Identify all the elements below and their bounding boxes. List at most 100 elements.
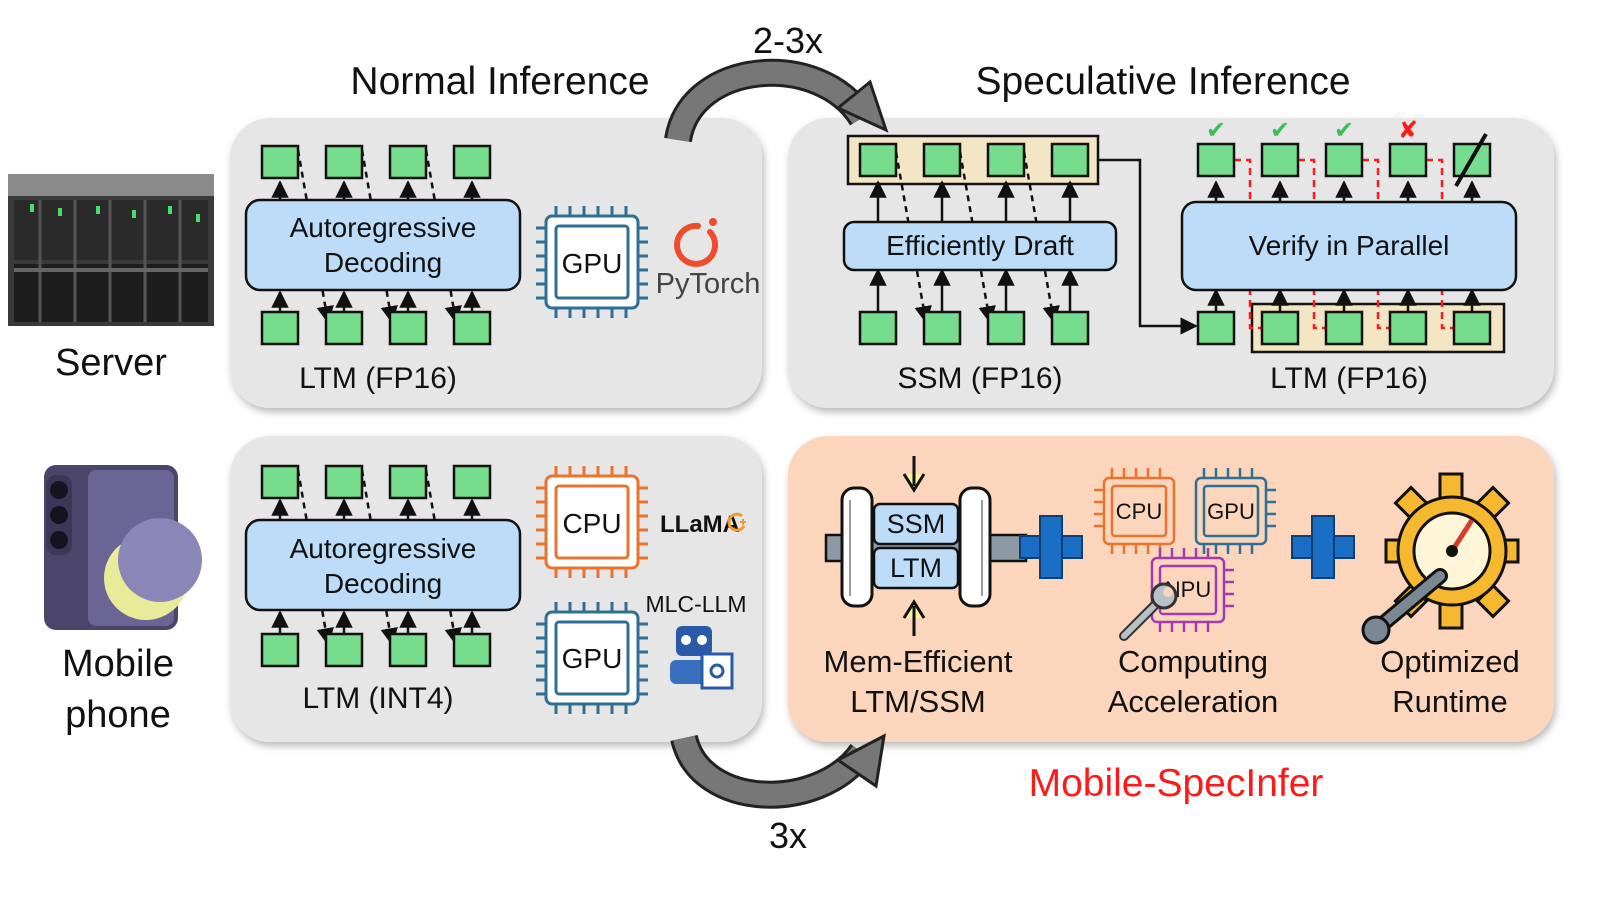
token <box>986 310 1026 346</box>
token-row-draft-bottom <box>858 310 1090 346</box>
caption-server-normal: LTM (FP16) <box>299 362 457 395</box>
cpu-chip-icon <box>1094 468 1176 554</box>
token <box>1388 310 1428 346</box>
gpu-chip-icon <box>536 206 648 318</box>
gpu-chip-label-spec: GPU <box>1207 499 1255 524</box>
cpu-chip-icon <box>536 466 648 578</box>
gpu-chip-label-server: GPU <box>562 248 623 279</box>
check-icon: ✔ <box>1270 116 1290 144</box>
token <box>324 464 364 500</box>
token <box>1196 310 1236 346</box>
token-row-verify-bottom <box>1196 310 1492 346</box>
token <box>388 632 428 668</box>
smartphone-icon <box>44 465 202 630</box>
token <box>1050 310 1090 346</box>
plus-icon <box>1291 515 1355 579</box>
token <box>1050 142 1090 178</box>
speedup-label-mobile: 3x <box>769 815 807 856</box>
token-row-mobile-top <box>260 464 492 500</box>
cpu-chip-label-mobile: CPU <box>562 508 621 539</box>
server-ar-block <box>271 149 481 324</box>
llama-cpp-logo-icon <box>727 512 746 532</box>
row-label-mobile-line2: phone <box>65 694 171 736</box>
caption-draft: SSM (FP16) <box>897 362 1062 395</box>
token <box>388 464 428 500</box>
token <box>452 632 492 668</box>
framework-label-pytorch: PyTorch <box>656 268 761 300</box>
plus-icon <box>1019 515 1083 579</box>
decoder-box-mobile <box>244 518 522 612</box>
decoder-label-server-line2: Decoding <box>324 247 442 278</box>
header-normal-inference: Normal Inference <box>350 60 649 103</box>
token <box>1260 142 1300 178</box>
verify-label: Verify in Parallel <box>1249 230 1450 261</box>
token <box>388 144 428 180</box>
token <box>260 144 300 180</box>
cpu-chip-label-spec: CPU <box>1116 499 1162 524</box>
token <box>324 144 364 180</box>
ltm-label: LTM <box>890 553 942 583</box>
draft-to-verify-arrow <box>1098 158 1198 335</box>
check-icon: ✔ <box>1206 116 1226 144</box>
token <box>986 142 1026 178</box>
token <box>922 142 962 178</box>
token <box>1388 142 1428 178</box>
token <box>1260 310 1300 346</box>
gpu-chip-label-mobile: GPU <box>562 643 623 674</box>
ssm-box <box>872 502 960 546</box>
token <box>324 632 364 668</box>
ssm-label: SSM <box>887 509 946 539</box>
token-row-server-top <box>260 144 492 180</box>
caption-runtime-line1: Optimized <box>1380 644 1520 679</box>
decoder-box-server <box>244 198 522 292</box>
ltm-box <box>872 546 960 590</box>
mlc-robot-icon <box>670 626 734 690</box>
caption-compute-line1: Computing <box>1118 644 1268 679</box>
speedup-label-server: 2-3x <box>753 20 823 61</box>
token <box>1452 310 1492 346</box>
token <box>1324 310 1364 346</box>
token <box>388 310 428 346</box>
caption-mobile-normal: LTM (INT4) <box>302 682 453 715</box>
gpu-chip-icon <box>1194 468 1276 554</box>
rejected-token-slash <box>1454 133 1488 187</box>
token <box>452 310 492 346</box>
caption-mem-line2: LTM/SSM <box>850 684 986 719</box>
token <box>858 310 898 346</box>
token-row-server-bottom <box>260 310 492 346</box>
row-label-mobile-line1: Mobile <box>62 643 174 685</box>
caption-runtime-line2: Runtime <box>1392 684 1507 719</box>
decoder-label-mobile-line2: Decoding <box>324 568 442 599</box>
framework-label-mlc: MLC-LLM <box>646 591 747 617</box>
token <box>324 310 364 346</box>
speedup-arrow-server <box>664 58 889 144</box>
token-row-verify-top <box>1196 142 1492 178</box>
decoder-label-server-line1: Autoregressive <box>290 212 477 243</box>
server-rack-icon <box>8 174 214 326</box>
token <box>858 142 898 178</box>
token <box>922 310 962 346</box>
token-row-draft-top <box>858 142 1090 178</box>
wrench-icon <box>1119 582 1178 641</box>
cross-icon: ✘ <box>1398 116 1418 144</box>
token <box>260 632 300 668</box>
decoder-label-mobile-line1: Autoregressive <box>290 533 477 564</box>
token <box>260 310 300 346</box>
draft-arrows <box>869 180 1079 312</box>
token <box>452 144 492 180</box>
row-label-server: Server <box>55 342 167 384</box>
gpu-chip-icon <box>536 602 648 714</box>
gear-wrench-icon <box>1361 472 1520 645</box>
pytorch-logo-icon <box>674 218 719 267</box>
caption-verify: LTM (FP16) <box>1270 362 1428 395</box>
token-row-mobile-bottom <box>260 632 492 668</box>
token <box>1196 142 1236 178</box>
token <box>260 464 300 500</box>
header-speculative-inference: Speculative Inference <box>975 60 1350 103</box>
draft-label: Efficiently Draft <box>886 230 1074 261</box>
speedup-arrow-mobile <box>670 733 886 809</box>
token <box>452 464 492 500</box>
caption-mem-line1: Mem-Efficient <box>824 644 1013 679</box>
framework-label-llama: LLaMA <box>660 511 740 538</box>
